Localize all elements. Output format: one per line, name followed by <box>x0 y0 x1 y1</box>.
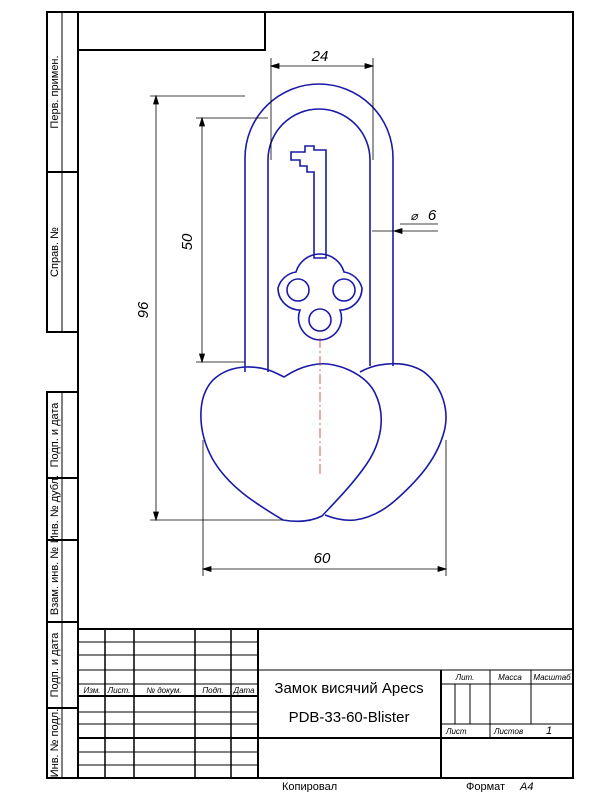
title-block-text: Изм. Лист. № докум. Подп. Дата Лит. Масс… <box>83 673 571 737</box>
footer-format-label: Формат <box>466 781 505 792</box>
header-doc: № докум. <box>146 686 181 695</box>
header-izm: Изм. <box>83 686 100 695</box>
header-list: Лист. <box>107 686 131 695</box>
side-label-inv-podl: Инв. № подл. <box>49 709 61 778</box>
shackle-outer <box>244 83 394 372</box>
side-label-inv-dubl: Инв. № дубл. <box>49 475 61 543</box>
header-date: Дата <box>232 686 255 695</box>
heart-left <box>200 363 382 522</box>
title-block-lines <box>78 628 573 778</box>
key-bow <box>277 253 363 341</box>
dimension-values: 24 50 96 60 ⌀ 6 <box>135 48 437 567</box>
side-label-perv-primen: Перв. примен. <box>49 55 61 128</box>
dim-50: 50 <box>179 233 196 250</box>
side-labels: Перв. примен. Справ. № Подп. и дата Инв.… <box>49 55 61 777</box>
side-label-podp-data-1: Подп. и дата <box>49 402 61 468</box>
sheet-frame <box>46 11 574 779</box>
shackle-inner <box>267 108 371 372</box>
key-hole-left <box>286 278 310 302</box>
label-lit: Лит. <box>455 673 475 682</box>
title-line-2: PDB-33-60-Blister <box>289 709 410 726</box>
padlock-drawing <box>200 83 447 522</box>
key-shape <box>290 145 327 259</box>
sheets-value: 1 <box>546 725 552 737</box>
footer-format-value: A4 <box>519 781 533 792</box>
label-mass: Масса <box>498 673 522 682</box>
dim-60: 60 <box>314 550 331 567</box>
title-line-1: Замок висячий Apecs <box>274 680 423 697</box>
footer: Копировал Формат A4 <box>282 781 533 792</box>
dim-diameter-symbol: ⌀ <box>410 209 419 223</box>
side-label-podp-data-2: Подп. и дата <box>49 632 61 698</box>
side-label-sprav: Справ. № <box>49 227 61 277</box>
heart-right <box>324 362 447 522</box>
side-label-vzam-inv: Взам. инв. № <box>49 547 61 615</box>
label-scale: Масштаб <box>533 673 571 682</box>
dimension-lines <box>150 58 448 576</box>
dim-24: 24 <box>311 48 329 65</box>
key-hole-right <box>332 278 356 302</box>
dim-diameter-6: 6 <box>428 207 437 224</box>
label-sheets: Листов <box>493 727 523 736</box>
header-sign: Подп. <box>202 686 223 695</box>
key-hole-bottom <box>308 308 332 332</box>
label-sheet: Лист <box>445 727 467 736</box>
footer-copied: Копировал <box>282 781 337 792</box>
dim-96: 96 <box>135 301 152 318</box>
